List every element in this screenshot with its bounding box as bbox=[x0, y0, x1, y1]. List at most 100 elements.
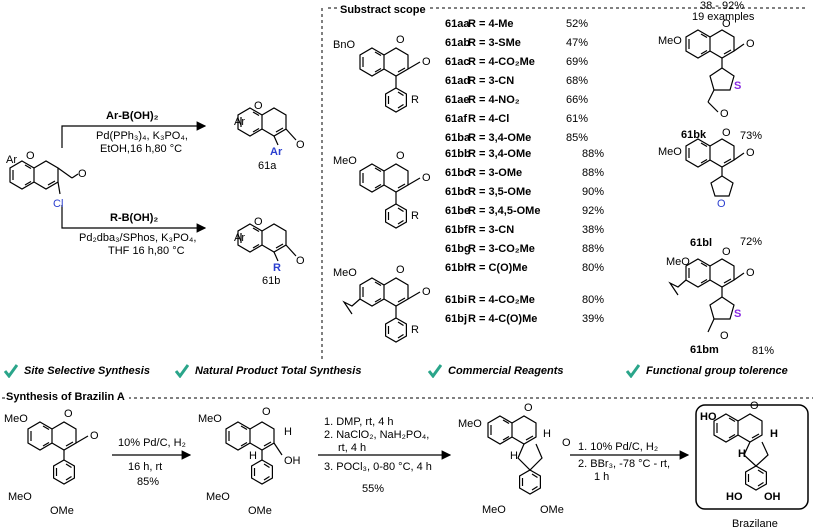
meo-label: MeO bbox=[198, 413, 222, 425]
yield-value: 88% bbox=[582, 243, 605, 255]
ar-label: Ar bbox=[234, 116, 245, 128]
yield-value: 68% bbox=[566, 75, 589, 87]
yield-value: 38% bbox=[582, 224, 605, 236]
step2-yield: 55% bbox=[362, 483, 385, 495]
brazilin-title: Synthesis of Brazilin A bbox=[6, 391, 129, 404]
yield-value: 61% bbox=[566, 113, 589, 125]
o-label: O bbox=[254, 216, 263, 228]
o-label: O bbox=[722, 127, 731, 139]
compound-61bm: 61bm bbox=[690, 344, 719, 356]
o-label: O bbox=[396, 150, 405, 162]
h-label: H bbox=[770, 428, 778, 440]
r-substituent: R bbox=[273, 262, 281, 274]
o-label: O bbox=[422, 286, 431, 298]
compound-code: 61ab bbox=[445, 37, 471, 49]
step2-line1: 1. DMP, rt, 4 h bbox=[324, 416, 394, 428]
r-label: R bbox=[411, 210, 419, 222]
h-label: H bbox=[510, 450, 518, 462]
h-label: H bbox=[249, 450, 257, 462]
yield-value: 80% bbox=[582, 262, 605, 274]
compound-61bk: 61bk bbox=[681, 129, 707, 141]
o-label: O bbox=[422, 56, 431, 68]
meo-label: MeO bbox=[4, 413, 28, 425]
checkmark-icon bbox=[175, 364, 189, 378]
reagent-aryl-boronic: Ar-B(OH)₂ bbox=[106, 110, 159, 122]
substituent: R = 4-NO₂ bbox=[468, 94, 520, 106]
condition-2b: THF 16 h,80 °C bbox=[108, 245, 185, 257]
sulfur-label: S bbox=[734, 308, 742, 320]
checkmark-icon bbox=[428, 364, 442, 378]
substituent: R = 3-CO₂Me bbox=[468, 243, 535, 255]
substituent: R = 3-SMe bbox=[468, 37, 521, 49]
ome-label: OMe bbox=[248, 505, 272, 517]
feature-label: Site Selective Synthesis bbox=[24, 365, 150, 377]
meo-label: MeO bbox=[658, 146, 682, 158]
yield-value: 47% bbox=[566, 37, 589, 49]
yield-value: 66% bbox=[566, 94, 589, 106]
oh-label: OH bbox=[284, 455, 301, 467]
o-label: O bbox=[746, 147, 755, 159]
cl-label: Cl bbox=[53, 198, 64, 210]
substituent: R = 3,5-OMe bbox=[468, 186, 532, 198]
r-label: R bbox=[411, 94, 419, 106]
meo-label: MeO bbox=[333, 267, 357, 279]
meo-label: MeO bbox=[206, 491, 230, 503]
compound-code: 61bj bbox=[445, 313, 468, 325]
o-label: O bbox=[746, 267, 755, 279]
compound-code: 61af bbox=[445, 113, 468, 125]
yield-value: 80% bbox=[582, 294, 605, 306]
product-61a: 61a bbox=[258, 160, 277, 172]
h-label: H bbox=[284, 426, 292, 438]
ho-label: HO bbox=[700, 411, 717, 423]
meo-label: MeO bbox=[333, 155, 357, 167]
meo-label: MeO bbox=[458, 418, 482, 430]
bno-label: BnO bbox=[333, 39, 356, 51]
o-label: O bbox=[296, 255, 305, 267]
compound-code: 61bd bbox=[445, 186, 471, 198]
yield-value: 39% bbox=[582, 313, 605, 325]
r-label: R bbox=[411, 324, 419, 336]
o-label: O bbox=[26, 150, 35, 162]
ho-label: HO bbox=[726, 491, 743, 503]
oh-label: OH bbox=[764, 491, 781, 503]
substituent: R = 4-Me bbox=[468, 18, 514, 30]
step2-line2: 2. NaClO₂, NaH₂PO₄, bbox=[324, 429, 430, 441]
yield-value: 92% bbox=[582, 205, 605, 217]
compound-code: 61ae bbox=[445, 94, 470, 106]
step3-line3: 1 h bbox=[594, 471, 610, 483]
substituent: R = 4-CO₂Me bbox=[468, 56, 535, 68]
o-label: O bbox=[720, 108, 729, 120]
meo-label: MeO bbox=[658, 35, 682, 47]
substituent: R = 3-CN bbox=[468, 75, 515, 87]
h-label: H bbox=[543, 428, 551, 440]
ar-label: Ar bbox=[6, 154, 17, 166]
o-label: O bbox=[746, 38, 755, 50]
o-label: O bbox=[562, 437, 571, 449]
o-label: O bbox=[296, 139, 305, 151]
ome-label: OMe bbox=[540, 504, 564, 516]
feature-label: Natural Product Total Synthesis bbox=[195, 365, 362, 377]
o-label: O bbox=[720, 330, 729, 342]
o-label: O bbox=[750, 400, 759, 412]
o-label: O bbox=[722, 246, 731, 258]
compound-code: 61be bbox=[445, 205, 471, 217]
substituent: R = 3,4-OMe bbox=[468, 148, 532, 160]
substituent: R = C(O)Me bbox=[468, 262, 528, 274]
ar-substituent: Ar bbox=[270, 146, 283, 158]
ar-label: Ar bbox=[234, 232, 245, 244]
checkmark-icon bbox=[4, 364, 18, 378]
substituent: R = 4-C(O)Me bbox=[468, 313, 538, 325]
substituent: R = 3-CN bbox=[468, 224, 515, 236]
compound-code: 61ba bbox=[445, 132, 471, 144]
yield-value: 52% bbox=[566, 18, 589, 30]
yield-value: 69% bbox=[566, 56, 589, 68]
yield-range: 38 - 92% bbox=[700, 0, 745, 12]
o-label: O bbox=[64, 408, 73, 420]
compound-code: 61bf bbox=[445, 224, 468, 236]
scope-title: Substract scope bbox=[340, 4, 430, 17]
o-label: O bbox=[524, 402, 533, 414]
step2-line4: 3. POCl₃, 0-80 °C, 4 h bbox=[324, 461, 432, 473]
step1-yield: 85% bbox=[137, 476, 160, 488]
condition-1b: EtOH,16 h,80 °C bbox=[100, 143, 183, 155]
